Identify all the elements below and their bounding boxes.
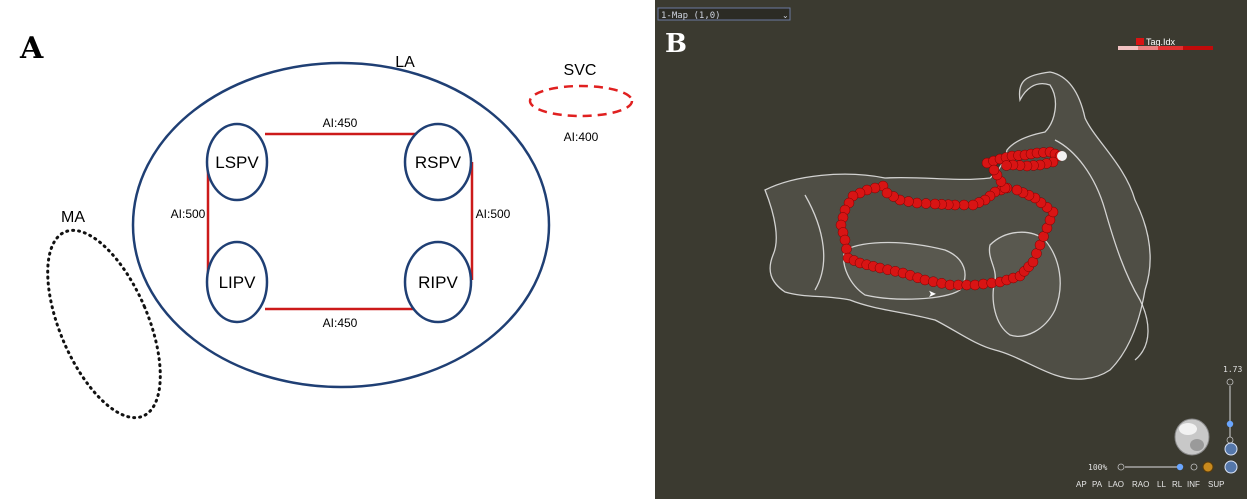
view-button-rao[interactable]: RAO <box>1132 480 1149 489</box>
vein-label-lspv: LSPV <box>215 153 259 172</box>
ai-label-right: AI:500 <box>476 207 511 221</box>
ai-label-top: AI:450 <box>323 116 358 130</box>
lesion-dot <box>881 187 893 199</box>
lesion-dot <box>920 198 932 209</box>
lesion-dot <box>929 198 941 210</box>
mitral-annulus-outline <box>46 228 162 420</box>
vein-rspv <box>403 122 473 202</box>
view-button-bar: AP PA LAO RAO LL RL INF SUP <box>1076 480 1224 489</box>
map-dropdown-value: 1-Map (1,0) <box>661 11 721 21</box>
zoom-minus-icon[interactable] <box>1117 463 1125 471</box>
lesion-dot <box>1001 160 1012 171</box>
svc-contour <box>1054 139 1149 361</box>
panel-a-schematic: A LA LSPV RSPV LIPV RIPV AI:450 AI:450 A… <box>19 31 634 420</box>
tag-scale-seg1 <box>1118 46 1138 50</box>
zoom-h-handle[interactable] <box>1176 463 1184 471</box>
ablation-lesion-set <box>835 146 1067 291</box>
left-atrium-outline <box>131 61 551 389</box>
zoom-value: 1.73 <box>1223 365 1242 374</box>
ai-label-bottom: AI:450 <box>323 316 358 330</box>
zoom-slider-handle[interactable] <box>1226 420 1234 428</box>
lesion-dot <box>967 199 979 211</box>
ai-label-left: AI:500 <box>171 207 206 221</box>
svc-ai-label: AI:400 <box>564 130 599 144</box>
shell-fold <box>804 194 825 291</box>
view-button-lao[interactable]: LAO <box>1108 480 1124 489</box>
zoom-plus-icon[interactable] <box>1190 463 1198 471</box>
view-zoom-bar: 100% <box>1088 461 1214 473</box>
zoom-percent: 100% <box>1088 463 1107 472</box>
lesion-dot <box>839 234 851 246</box>
svc-label: SVC <box>564 62 597 79</box>
vein-label-lipv: LIPV <box>219 273 257 292</box>
panel-a-label: A <box>19 31 44 66</box>
tag-index-legend: Tag.Idx <box>1118 37 1213 50</box>
ablation-box <box>206 132 474 311</box>
zoom-in-icon[interactable] <box>1226 378 1234 386</box>
tag-scale-seg3 <box>1158 46 1183 50</box>
tag-scale-seg4 <box>1183 46 1213 50</box>
view-button-pa[interactable]: PA <box>1092 480 1103 489</box>
reset-view-button[interactable] <box>1224 460 1238 474</box>
orientation-heart-icon <box>1174 418 1210 456</box>
view-button-inf[interactable]: INF <box>1187 480 1200 489</box>
tag-icon <box>1136 38 1144 45</box>
vein-ripv <box>403 240 473 324</box>
rotate-down-button[interactable] <box>1224 442 1238 456</box>
lesion-dot <box>988 164 1000 176</box>
panel-b-mapping-view: 1-Map (1,0) ⌄ B Tag.Idx ➤ 1.73 <box>655 0 1247 499</box>
tag-label: Tag.Idx <box>1146 37 1176 47</box>
view-button-sup[interactable]: SUP <box>1208 480 1224 489</box>
viewer-background <box>655 0 1247 499</box>
vein-lspv <box>205 122 269 202</box>
view-button-ap[interactable]: AP <box>1076 480 1087 489</box>
vein-label-ripv: RIPV <box>418 273 458 292</box>
vein-label-rspv: RSPV <box>415 153 462 172</box>
catheter-tip-icon <box>1057 151 1067 161</box>
zoom-control: 1.73 <box>1223 365 1242 474</box>
panel-b-label: B <box>665 29 687 59</box>
vein-lipv <box>205 240 269 324</box>
cursor-icon: ➤ <box>928 289 936 300</box>
view-button-rl[interactable]: RL <box>1172 480 1183 489</box>
tag-scale-seg2 <box>1138 46 1158 50</box>
lesion-dot <box>958 199 970 211</box>
la-label: LA <box>395 54 415 71</box>
lesion-dot <box>841 243 852 255</box>
map-dropdown[interactable]: 1-Map (1,0) ⌄ <box>657 7 791 21</box>
ma-label: MA <box>61 209 85 226</box>
view-button-ll[interactable]: LL <box>1157 480 1166 489</box>
svc-ring <box>528 84 634 118</box>
camera-icon[interactable] <box>1202 461 1214 473</box>
lesion-dot <box>1011 184 1023 196</box>
chevron-down-icon: ⌄ <box>782 11 789 20</box>
